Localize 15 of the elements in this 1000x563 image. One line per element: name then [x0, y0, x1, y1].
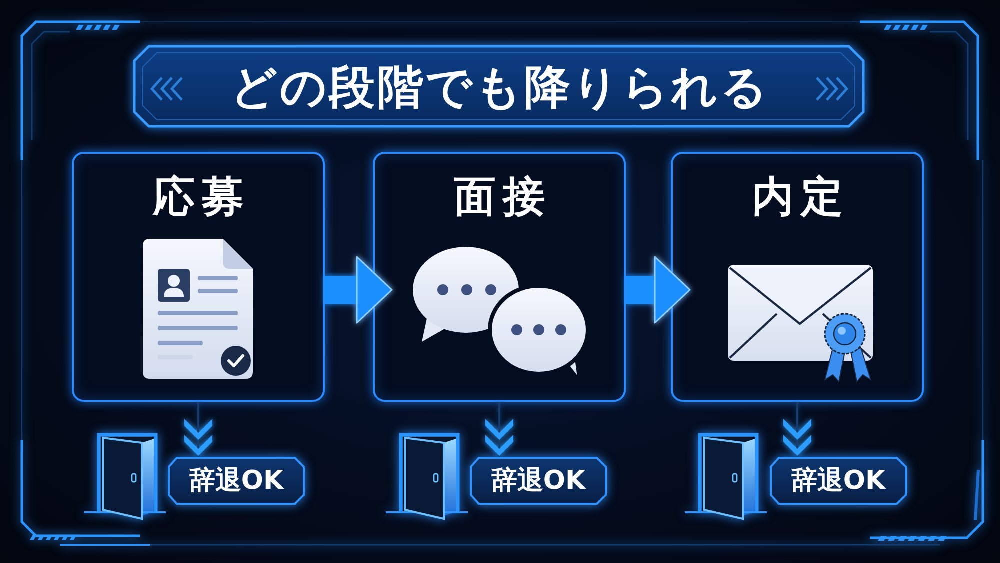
step-card: [671, 152, 924, 402]
step-card: [72, 152, 325, 402]
status-badge: [168, 457, 305, 505]
title-text: どの段階でも降りられる: [229, 60, 770, 114]
badge-text: 辞退OK: [791, 465, 886, 497]
step-title: 面接: [453, 173, 552, 221]
step-title: 応募: [152, 173, 251, 221]
step-title: 内定: [751, 173, 850, 221]
block-arrow: [325, 256, 393, 324]
step-card: [373, 152, 626, 402]
block-arrow: [626, 256, 691, 324]
status-badge: [470, 457, 607, 505]
status-badge: [770, 457, 907, 505]
badge-text: 辞退OK: [491, 465, 586, 497]
badge-text: 辞退OK: [189, 465, 284, 497]
